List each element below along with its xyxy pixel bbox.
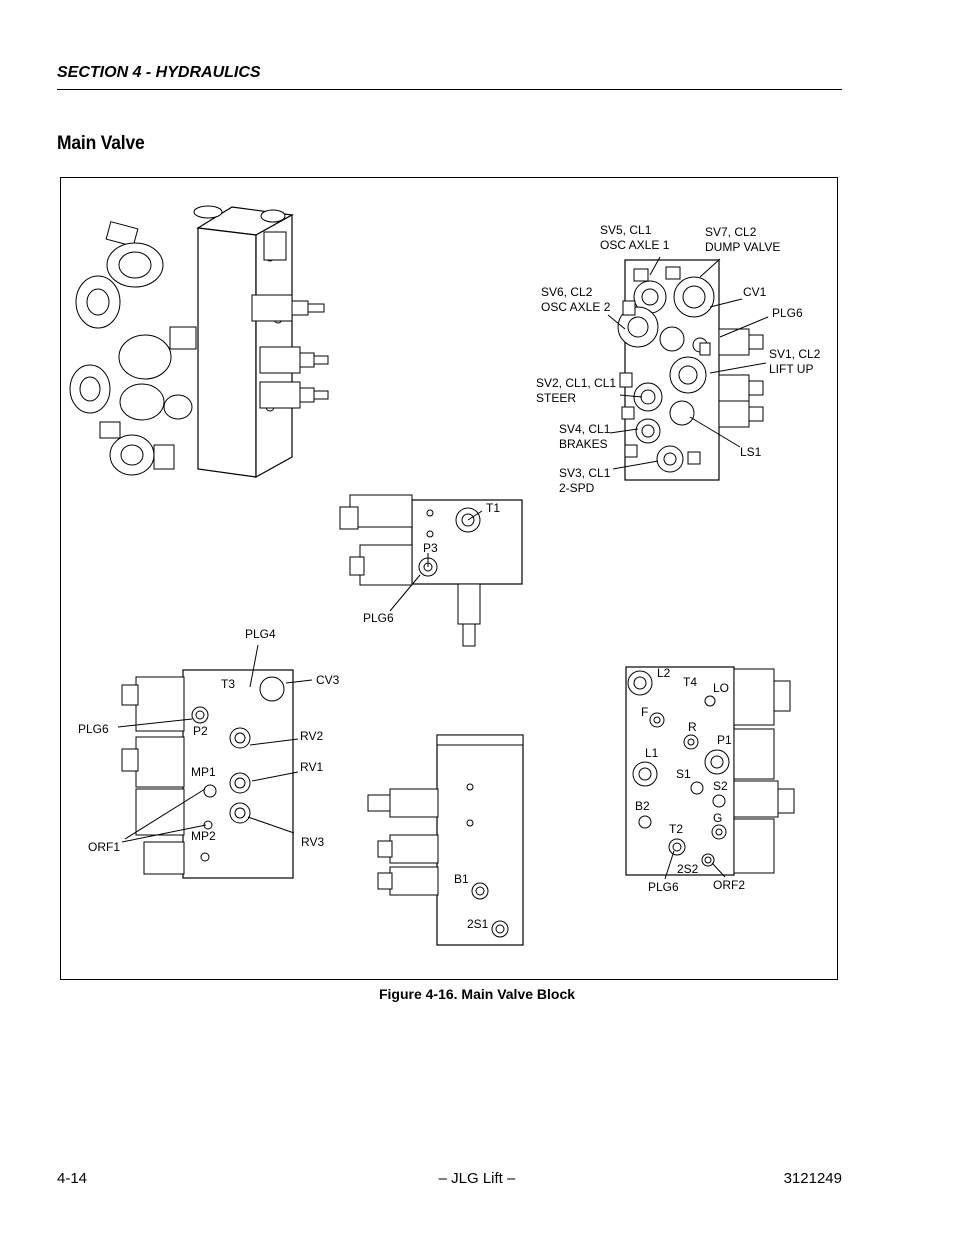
callout-sv5-line1: SV5, CL1 [600,223,652,237]
footer-page-number: 4-14 [57,1170,88,1187]
callout-p3: P3 [423,541,438,555]
bottom-middle-view [367,734,524,946]
callout-ls1: LS1 [740,445,762,459]
callout-sv7-line1: SV7, CL2 [705,225,757,239]
callout-g: G [713,811,722,825]
footer-doc-number: 3121249 [783,1170,842,1187]
callout-b1: B1 [454,872,469,886]
callout-sv2-line1: SV2, CL1, CL1 [536,376,616,390]
callout-r: R [688,720,697,734]
callout-mp1: MP1 [191,765,216,779]
callout-plg6-right: PLG6 [648,880,679,894]
callout-2s1: 2S1 [467,917,489,931]
callout-sv3-line1: SV3, CL1 [559,466,611,480]
callout-p2: P2 [193,724,208,738]
callout-sv4-line2: BRAKES [559,437,608,451]
callout-p1: P1 [717,733,732,747]
callout-sv6-line1: SV6, CL2 [541,285,593,299]
callout-mp2: MP2 [191,829,216,843]
callout-labels: SV5, CL1 OSC AXLE 1 SV7, CL2 DUMP VALVE … [78,223,821,931]
callout-sv3-line2: 2-SPD [559,481,595,495]
section-header: SECTION 4 - HYDRAULICS [57,64,261,81]
callout-rv1: RV1 [300,760,323,774]
figure-caption: Figure 4-16. Main Valve Block [378,986,576,1002]
callout-plg4: PLG4 [245,627,276,641]
callout-sv4-line1: SV4, CL1 [559,422,611,436]
bottom-left-view [121,669,294,879]
callout-l2: L2 [657,666,671,680]
bottom-right-view [625,666,795,876]
page-heading: Main Valve [57,133,145,154]
callout-sv7-line2: DUMP VALVE [705,240,780,254]
callout-t4: T4 [683,675,697,689]
callout-sv5-line2: OSC AXLE 1 [600,238,670,252]
callout-l1: L1 [645,746,659,760]
callout-cv1: CV1 [743,285,767,299]
callout-orf2: ORF2 [713,878,745,892]
callout-rv3: RV3 [301,835,324,849]
callout-t1: T1 [486,501,500,515]
figure-frame [60,177,838,980]
callout-sv6-line2: OSC AXLE 2 [541,300,611,314]
callout-s1: S1 [676,767,691,781]
middle-view [339,494,523,647]
leader-lines [117,256,769,880]
callout-lo: LO [713,681,729,695]
callout-s2: S2 [713,779,728,793]
callout-plg6-left: PLG6 [78,722,109,736]
callout-sv2-line2: STEER [536,391,576,405]
callout-t2: T2 [669,822,683,836]
callout-f: F [641,705,648,719]
callout-b2: B2 [635,799,650,813]
callout-cv3: CV3 [316,673,340,687]
header-rule [57,89,842,90]
callout-rv2: RV2 [300,729,323,743]
callout-orf1: ORF1 [88,840,120,854]
callout-sv1-line2: LIFT UP [769,362,813,376]
callout-2s2: 2S2 [677,862,699,876]
main-valve-block-figure: SV5, CL1 OSC AXLE 1 SV7, CL2 DUMP VALVE … [69,205,821,946]
front-face-view [617,259,764,481]
isometric-view [69,205,329,479]
callout-plg6-top: PLG6 [772,306,803,320]
footer-publisher: – JLG Lift – [438,1170,516,1187]
callout-plg6-middle: PLG6 [363,611,394,625]
callout-sv1-line1: SV1, CL2 [769,347,821,361]
callout-t3: T3 [221,677,235,691]
